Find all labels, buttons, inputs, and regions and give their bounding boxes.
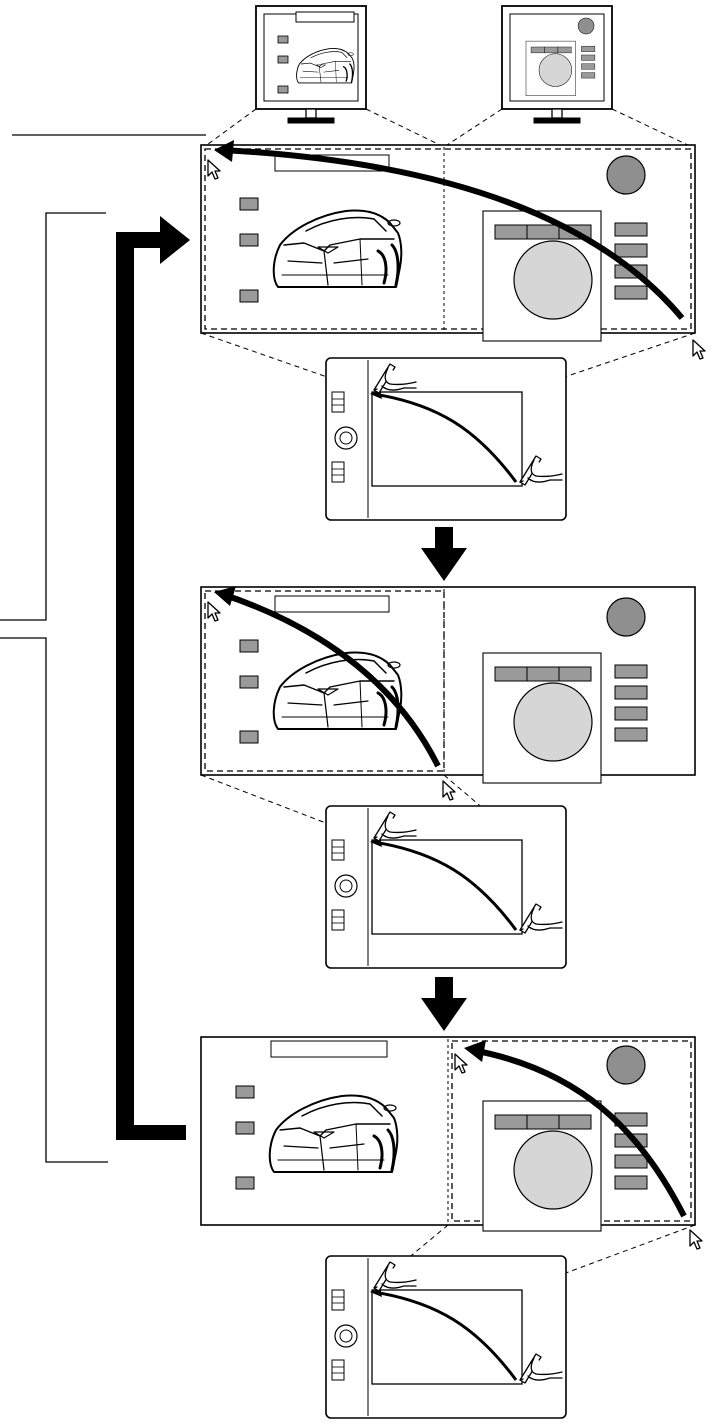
step-3-display xyxy=(200,1036,703,1250)
arrow-down-icon xyxy=(421,527,467,581)
cursor-arrow-icon xyxy=(692,339,706,360)
cursor-path-arrow xyxy=(221,147,685,320)
tablet-3-icon xyxy=(324,1254,568,1420)
tablet-1-icon xyxy=(324,356,568,522)
cursor-arrow-icon xyxy=(442,780,456,801)
cursor-path-arrow xyxy=(221,591,441,768)
mapped-area-both xyxy=(204,148,692,330)
projection-lines-top xyxy=(203,108,693,148)
cursor-arrow-icon xyxy=(689,1229,703,1250)
monitor-left-icon xyxy=(255,5,367,124)
tablet-2-icon xyxy=(324,804,568,970)
loop-back-arrow xyxy=(116,216,190,1140)
bracket-lines xyxy=(0,134,206,1163)
step-2-display xyxy=(200,586,696,801)
monitor-right-icon xyxy=(501,5,613,124)
step-1-display xyxy=(200,140,706,360)
arrow-down-icon xyxy=(421,977,467,1031)
cursor-path-arrow xyxy=(471,1047,687,1218)
